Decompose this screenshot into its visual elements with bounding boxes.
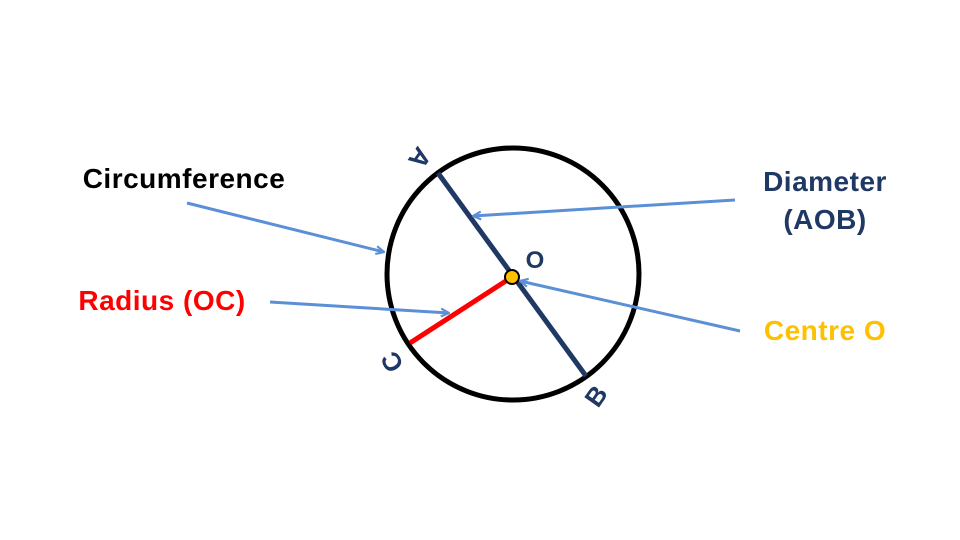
centre-point	[504, 269, 520, 285]
point-o-label: O	[526, 247, 545, 274]
circumference-arrow	[186, 201, 384, 252]
radius-line	[408, 274, 514, 346]
point-b-label: B	[578, 380, 613, 413]
radius-label: Radius (OC)	[78, 285, 245, 316]
centre-arrow	[520, 281, 741, 333]
point-c-label: C	[374, 346, 409, 377]
radius-arrow	[269, 300, 449, 313]
centre-label: Centre O	[764, 315, 886, 346]
circle-outline	[384, 145, 642, 403]
circumference-label: Circumference	[83, 163, 286, 194]
diameter-arrow	[473, 198, 736, 216]
diameter-label-line1: Diameter	[763, 166, 887, 197]
diameter-label-line2: (AOB)	[783, 204, 866, 235]
point-a-label: A	[402, 142, 437, 175]
